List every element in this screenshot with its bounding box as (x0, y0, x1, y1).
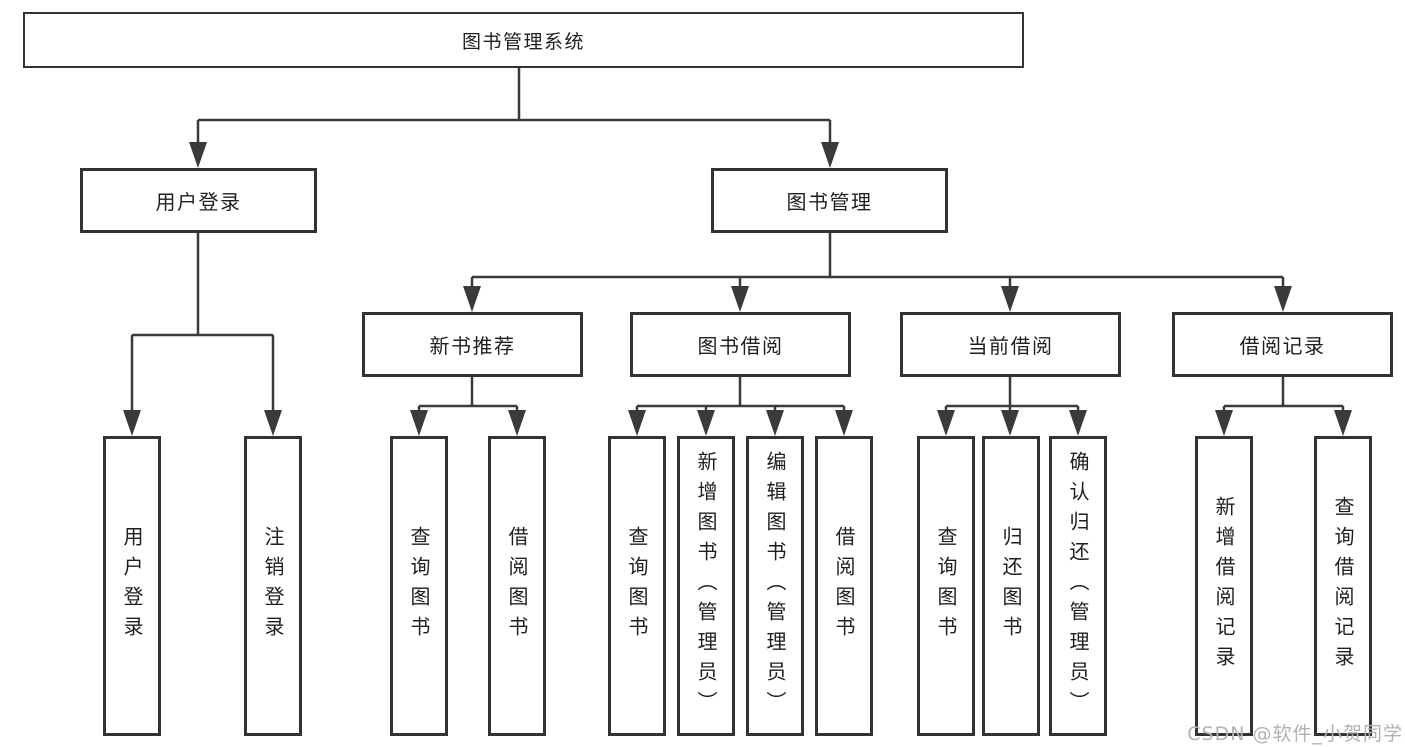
arrow-icon (463, 286, 481, 312)
csdn-watermark: CSDN @软件_小贺同学 (1187, 723, 1403, 745)
arrowheads (123, 142, 1352, 436)
arrow-icon (508, 410, 526, 436)
connector-book-mgmt (470, 233, 1285, 287)
arrow-icon (264, 410, 282, 436)
leaf-borrow-books-1: 借阅图书 (488, 436, 546, 736)
leaf-label: 用户登录 (120, 526, 144, 646)
leaf-label: 查询图书 (934, 526, 958, 646)
arrow-icon (697, 410, 715, 436)
connector-current-borrow (944, 377, 1080, 411)
node-current-borrowing: 当前借阅 (900, 312, 1121, 377)
arrow-icon (731, 286, 749, 312)
leaf-query-books-2: 查询图书 (608, 436, 666, 736)
leaf-add-borrow-record: 新增借阅记录 (1195, 436, 1253, 736)
arrow-icon (1001, 286, 1019, 312)
leaf-label: 新增图书（管理员） (694, 451, 718, 721)
arrow-icon (1215, 410, 1233, 436)
leaf-label: 编辑图书（管理员） (763, 451, 787, 721)
node-borrowing-records: 借阅记录 (1172, 312, 1393, 377)
leaf-user-login: 用户登录 (103, 436, 161, 736)
leaf-label: 确认归还（管理员） (1066, 451, 1090, 721)
leaf-label: 借阅图书 (832, 526, 856, 646)
leaf-confirm-return-admin: 确认归还（管理员） (1049, 436, 1107, 736)
node-new-book-recommendation: 新书推荐 (362, 312, 583, 377)
arrow-icon (821, 142, 839, 168)
arrow-icon (1001, 410, 1019, 436)
arrow-icon (628, 410, 646, 436)
arrow-icon (410, 410, 428, 436)
leaf-borrow-books-2: 借阅图书 (815, 436, 873, 736)
leaf-label: 注销登录 (261, 526, 285, 646)
arrow-icon (937, 410, 955, 436)
connector-root (196, 68, 832, 143)
leaf-label: 查询图书 (407, 526, 431, 646)
leaf-return-books: 归还图书 (982, 436, 1040, 736)
arrow-icon (123, 410, 141, 436)
node-book-borrowing: 图书借阅 (630, 312, 851, 377)
node-book-management-branch: 图书管理 (711, 168, 948, 233)
connector-borrow-records (1222, 377, 1345, 411)
leaf-label: 查询借阅记录 (1331, 496, 1355, 676)
arrow-icon (835, 410, 853, 436)
node-root-library-system: 图书管理系统 (23, 12, 1024, 68)
arrow-icon (1334, 410, 1352, 436)
leaf-query-books-3: 查询图书 (917, 436, 975, 736)
leaf-query-borrow-record: 查询借阅记录 (1314, 436, 1372, 736)
connector-book-borrow (635, 377, 846, 411)
leaf-label: 新增借阅记录 (1212, 496, 1236, 676)
arrow-icon (1069, 410, 1087, 436)
leaf-label: 归还图书 (999, 526, 1023, 646)
leaf-edit-books-admin: 编辑图书（管理员） (746, 436, 804, 736)
connector-user-login (130, 233, 275, 411)
leaf-add-books-admin: 新增图书（管理员） (677, 436, 735, 736)
leaf-query-books-1: 查询图书 (390, 436, 448, 736)
leaf-label: 查询图书 (625, 526, 649, 646)
arrow-icon (766, 410, 784, 436)
connector-new-book-rec (417, 377, 519, 411)
arrow-icon (1274, 286, 1292, 312)
leaf-label: 借阅图书 (505, 526, 529, 646)
node-user-login-branch: 用户登录 (80, 168, 317, 233)
leaf-logout: 注销登录 (244, 436, 302, 736)
arrow-icon (189, 142, 207, 168)
